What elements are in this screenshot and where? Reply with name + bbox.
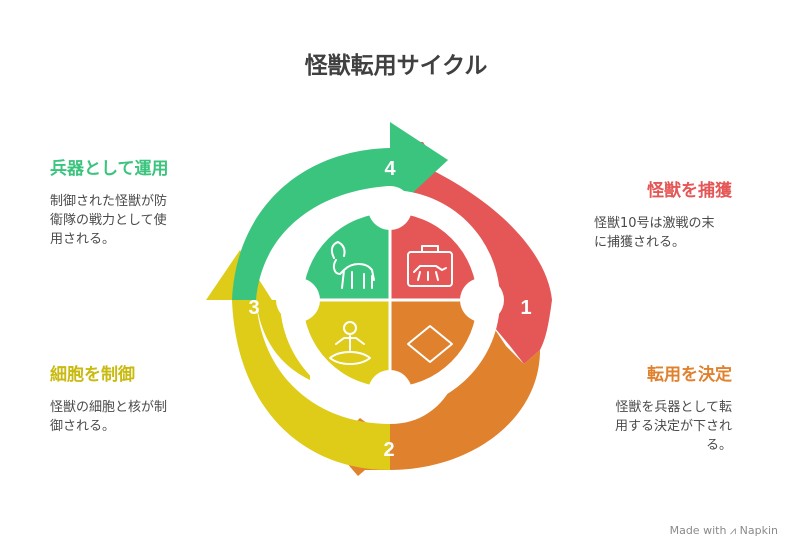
arrow-segment-3-body	[232, 300, 390, 470]
quadrant-top-left	[303, 213, 390, 300]
page-title: 怪獣転用サイクル	[304, 53, 488, 79]
quadrant-top-right	[390, 213, 477, 300]
notch-top	[368, 186, 412, 230]
notch-left	[276, 278, 320, 322]
bull-icon	[330, 241, 375, 289]
step-3-block: 細胞を制御 怪獣の細胞と核が制 御される。	[50, 364, 230, 436]
step-3-description: 怪獣の細胞と核が制 御される。	[50, 400, 168, 434]
step-2-description: 怪獣を兵器として転 用する決定が下され る。	[614, 400, 732, 453]
meditating-person-icon	[329, 321, 371, 365]
arrow-segment-3	[206, 250, 310, 384]
footer-attribution: Made with ⩘ Napkin	[670, 524, 778, 538]
notch-bottom	[368, 370, 412, 414]
step-1-title: 怪獣を捕獲	[647, 181, 732, 201]
step-2-title: 転用を決定	[647, 365, 732, 385]
step-3-title: 細胞を制御	[50, 365, 135, 385]
arrow-segment-4	[232, 122, 448, 300]
step-4-block: 兵器として運用 制御された怪獣が防 衛隊の戦力として使 用される。	[50, 158, 230, 249]
step-4-description: 制御された怪獣が防 衛隊の戦力として使 用される。	[50, 194, 168, 247]
step-number-4: 4	[384, 158, 396, 180]
step-number-1: 1	[520, 297, 531, 319]
step-1-block: 怪獣を捕獲 怪獣10号は激戦の末 に捕獲される。	[572, 180, 732, 252]
step-1-description: 怪獣10号は激戦の末 に捕獲される。	[594, 216, 715, 250]
diamond-icon	[407, 325, 453, 363]
cage-with-creature-icon	[407, 245, 453, 287]
quadrant-bottom-left	[303, 300, 390, 387]
napkin-logo-icon: ⩘	[729, 524, 737, 537]
made-with-label: Made with	[669, 524, 727, 537]
brand-label: Napkin	[739, 524, 778, 537]
step-2-block: 転用を決定 怪獣を兵器として転 用する決定が下され る。	[572, 364, 732, 455]
notch-right	[460, 278, 504, 322]
step-number-3: 3	[248, 297, 259, 319]
quadrant-bottom-right	[390, 300, 477, 387]
step-number-2: 2	[383, 439, 394, 461]
step-4-title: 兵器として運用	[50, 159, 169, 179]
